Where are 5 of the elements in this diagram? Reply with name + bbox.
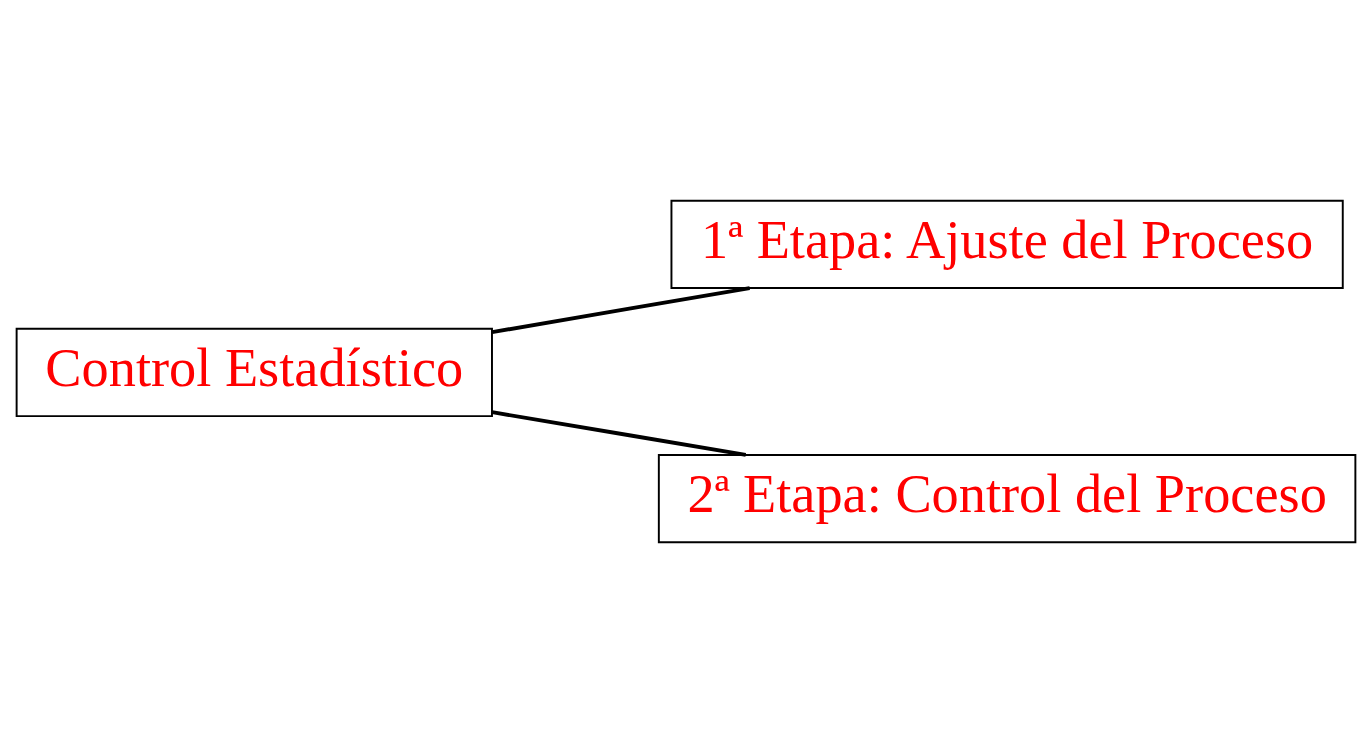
node-box: Control Estadístico — [15, 327, 493, 417]
node-box: 2ª Etapa: Control del Proceso — [657, 453, 1357, 543]
connector — [491, 409, 747, 457]
node-box: 1ª Etapa: Ajuste del Proceso — [670, 199, 1344, 289]
connector — [491, 285, 750, 334]
